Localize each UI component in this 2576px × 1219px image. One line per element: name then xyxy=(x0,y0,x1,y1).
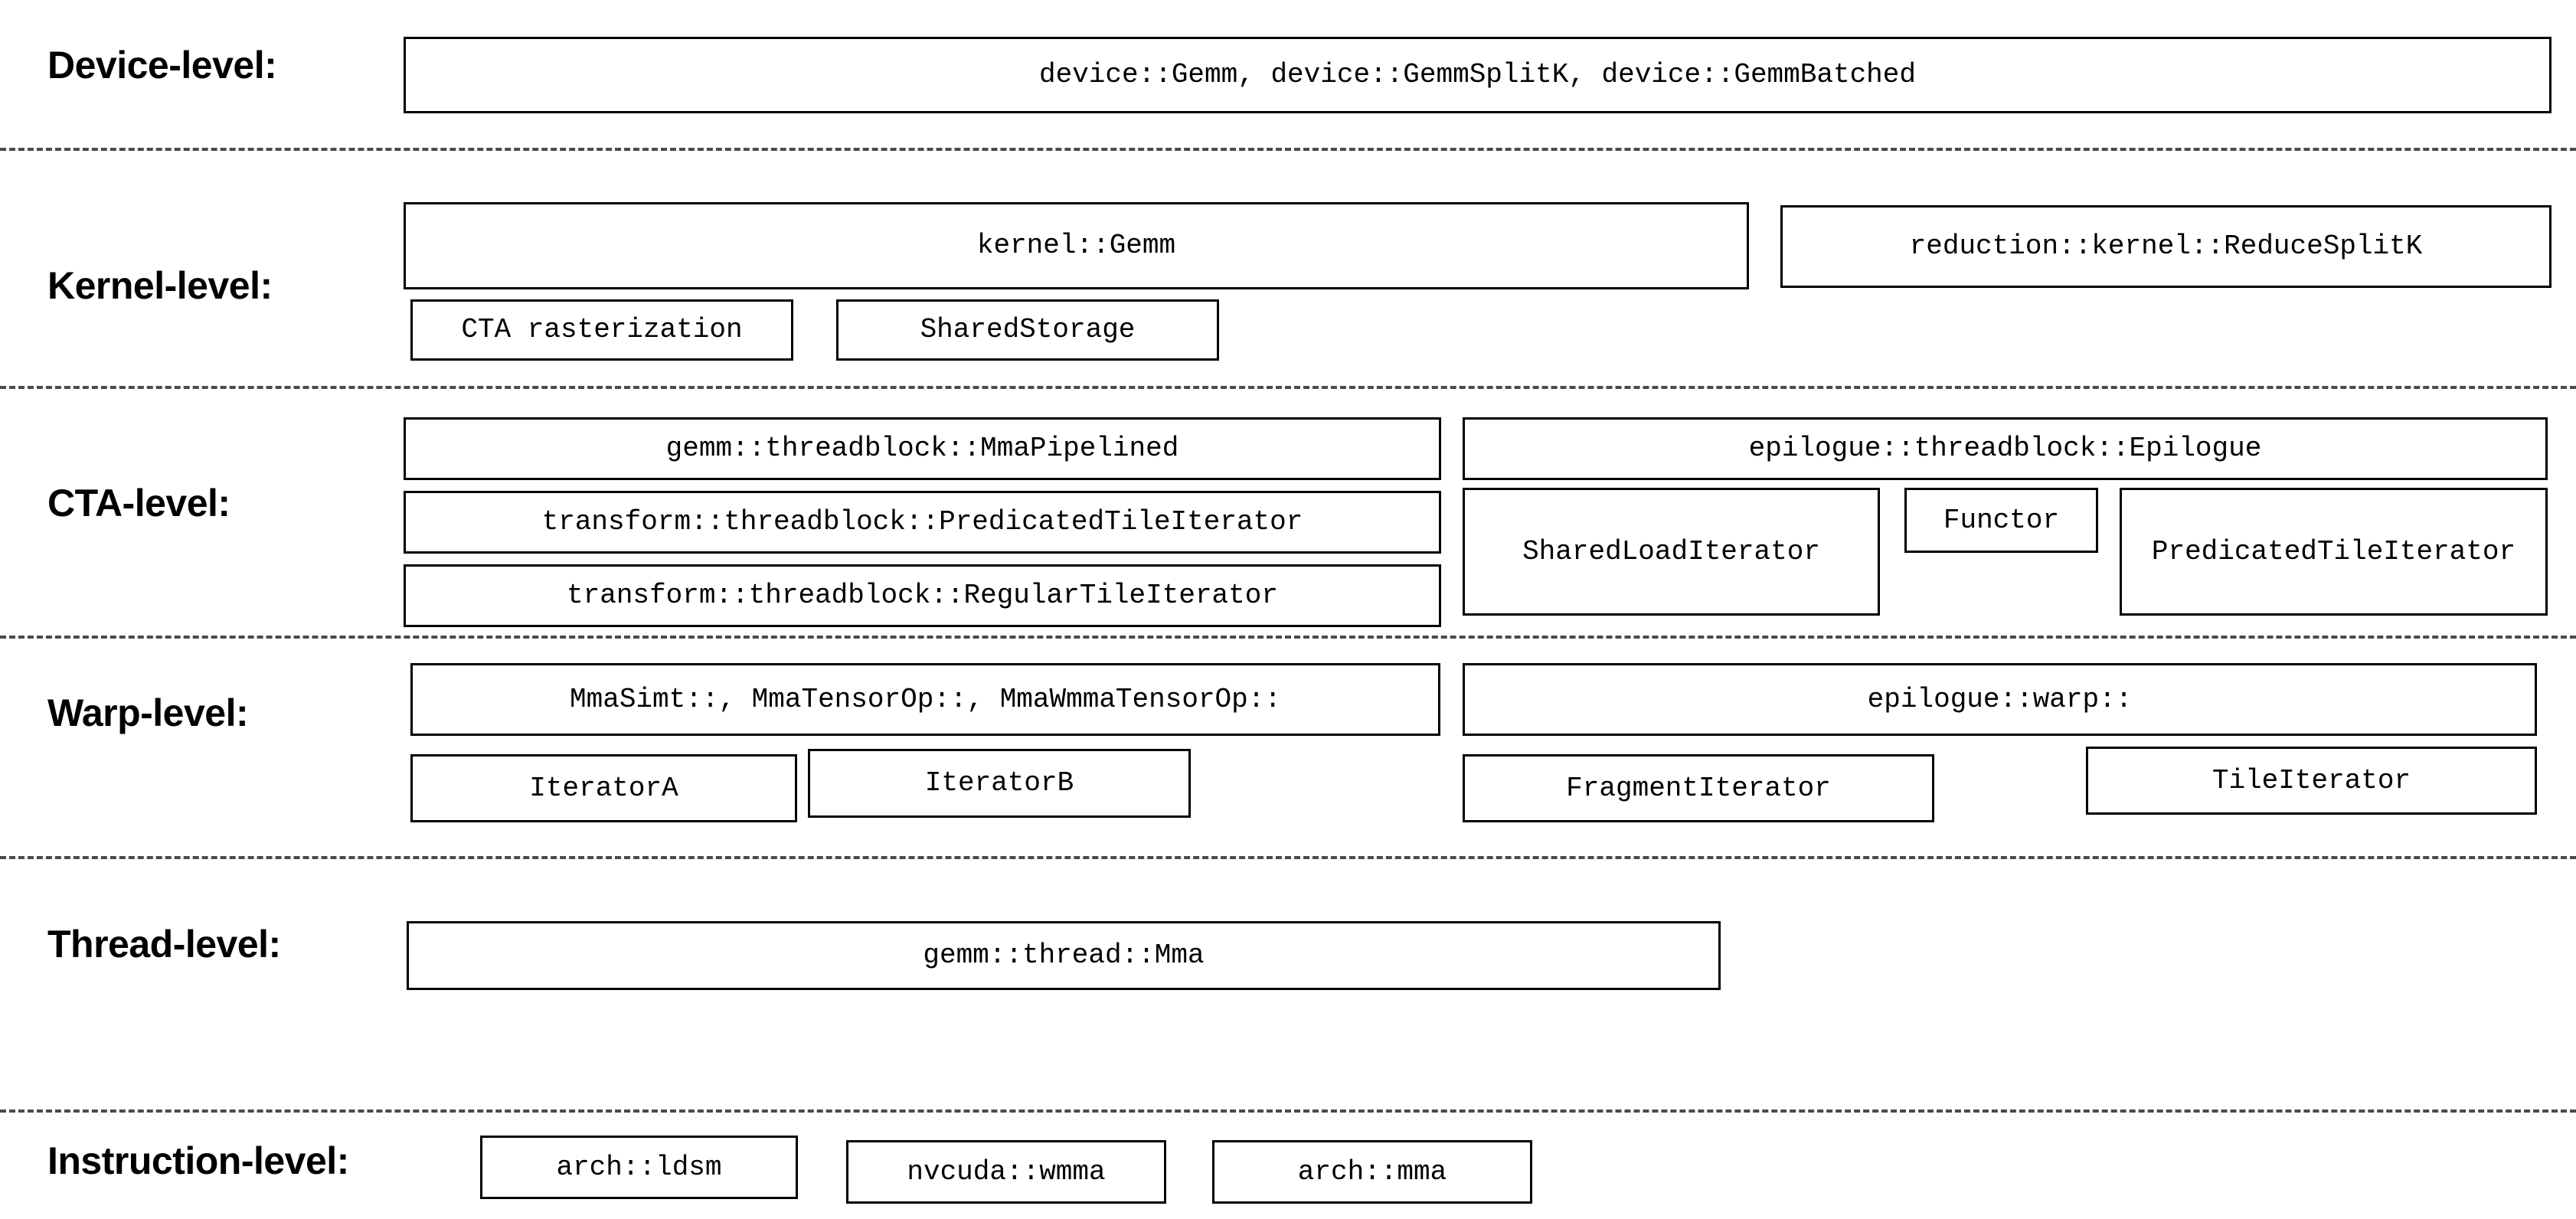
level-label-warp: Warp-level: xyxy=(47,691,249,734)
level-label-instruction: Instruction-level: xyxy=(47,1139,349,1182)
box-epilogue-threadblock[interactable]: epilogue::threadblock::Epilogue xyxy=(1463,417,2548,480)
box-predicated-tile-iterator-epilogue-label: PredicatedTileIterator xyxy=(2151,535,2516,567)
box-arch-ldsm-label: arch::ldsm xyxy=(556,1151,722,1183)
box-device-gemm-label: device::Gemm, device::GemmSplitK, device… xyxy=(1039,59,1916,91)
level-label-device: Device-level: xyxy=(47,44,277,87)
box-sharedstorage[interactable]: SharedStorage xyxy=(836,299,1219,361)
box-device-gemm[interactable]: device::Gemm, device::GemmSplitK, device… xyxy=(404,37,2551,113)
box-shared-load-iterator[interactable]: SharedLoadIterator xyxy=(1463,488,1880,616)
box-predicated-tile-iterator-transform-label: transform::threadblock::PredicatedTileIt… xyxy=(541,506,1303,538)
box-fragment-iterator[interactable]: FragmentIterator xyxy=(1463,754,1934,822)
box-shared-load-iterator-label: SharedLoadIterator xyxy=(1522,535,1820,567)
box-tile-iterator-label: TileIterator xyxy=(2212,764,2411,796)
level-label-cta: CTA-level: xyxy=(47,482,230,525)
box-kernel-gemm[interactable]: kernel::Gemm xyxy=(404,202,1749,289)
box-mma-pipelined-label: gemm::threadblock::MmaPipelined xyxy=(665,433,1179,465)
box-mma-pipelined[interactable]: gemm::threadblock::MmaPipelined xyxy=(404,417,1441,480)
divider-cta-warp xyxy=(0,636,2576,639)
box-iterator-a[interactable]: IteratorA xyxy=(410,754,797,822)
box-sharedstorage-label: SharedStorage xyxy=(920,314,1136,346)
divider-kernel-cta xyxy=(0,386,2576,389)
box-epilogue-warp-label: epilogue::warp:: xyxy=(1867,683,2133,715)
box-reduction-reducesplitk[interactable]: reduction::kernel::ReduceSplitK xyxy=(1780,205,2551,288)
box-predicated-tile-iterator-transform[interactable]: transform::threadblock::PredicatedTileIt… xyxy=(404,491,1441,554)
divider-thread-instruction xyxy=(0,1110,2576,1113)
box-nvcuda-wmma[interactable]: nvcuda::wmma xyxy=(846,1140,1166,1204)
box-fragment-iterator-label: FragmentIterator xyxy=(1566,772,1831,804)
box-iterator-a-label: IteratorA xyxy=(529,772,678,804)
box-gemm-thread-mma-label: gemm::thread::Mma xyxy=(923,940,1205,972)
box-arch-ldsm[interactable]: arch::ldsm xyxy=(480,1136,798,1199)
box-arch-mma[interactable]: arch::mma xyxy=(1212,1140,1532,1204)
divider-warp-thread xyxy=(0,856,2576,859)
box-regular-tile-iterator-label: transform::threadblock::RegularTileItera… xyxy=(567,580,1278,612)
box-reduction-reducesplitk-label: reduction::kernel::ReduceSplitK xyxy=(1909,230,2423,263)
divider-device-kernel xyxy=(0,148,2576,151)
box-iterator-b-label: IteratorB xyxy=(924,767,1074,799)
box-arch-mma-label: arch::mma xyxy=(1297,1155,1447,1188)
box-tile-iterator[interactable]: TileIterator xyxy=(2086,747,2537,815)
box-epilogue-threadblock-label: epilogue::threadblock::Epilogue xyxy=(1748,433,2262,465)
box-gemm-thread-mma[interactable]: gemm::thread::Mma xyxy=(407,921,1721,990)
level-label-thread: Thread-level: xyxy=(47,923,281,966)
box-functor-label: Functor xyxy=(1943,504,2060,536)
box-iterator-b[interactable]: IteratorB xyxy=(808,749,1191,818)
box-functor[interactable]: Functor xyxy=(1904,488,2098,553)
box-cta-rasterization[interactable]: CTA rasterization xyxy=(410,299,793,361)
box-warp-mma-variants-label: MmaSimt::, MmaTensorOp::, MmaWmmaTensorO… xyxy=(570,683,1281,715)
box-epilogue-warp[interactable]: epilogue::warp:: xyxy=(1463,663,2537,736)
box-regular-tile-iterator[interactable]: transform::threadblock::RegularTileItera… xyxy=(404,564,1441,627)
box-nvcuda-wmma-label: nvcuda::wmma xyxy=(907,1155,1106,1188)
level-label-kernel: Kernel-level: xyxy=(47,264,273,307)
box-cta-rasterization-label: CTA rasterization xyxy=(461,314,743,346)
box-kernel-gemm-label: kernel::Gemm xyxy=(976,230,1176,262)
box-warp-mma-variants[interactable]: MmaSimt::, MmaTensorOp::, MmaWmmaTensorO… xyxy=(410,663,1440,736)
box-predicated-tile-iterator-epilogue[interactable]: PredicatedTileIterator xyxy=(2120,488,2548,616)
